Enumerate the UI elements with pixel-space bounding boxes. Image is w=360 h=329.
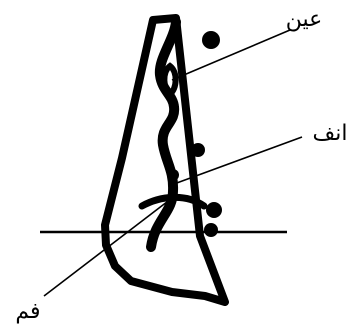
nose-label: انف (312, 121, 347, 146)
dot-low-right (206, 202, 222, 218)
inner-calligraphy-stroke (151, 22, 176, 247)
mouth-label: فم (15, 299, 40, 324)
eye-label: عين (286, 7, 323, 32)
dot-mid-right (191, 143, 205, 157)
eye-leader-line (172, 30, 290, 80)
dot-top-right (202, 31, 220, 49)
dot-lower-right (204, 223, 218, 237)
dot-center (167, 169, 179, 181)
